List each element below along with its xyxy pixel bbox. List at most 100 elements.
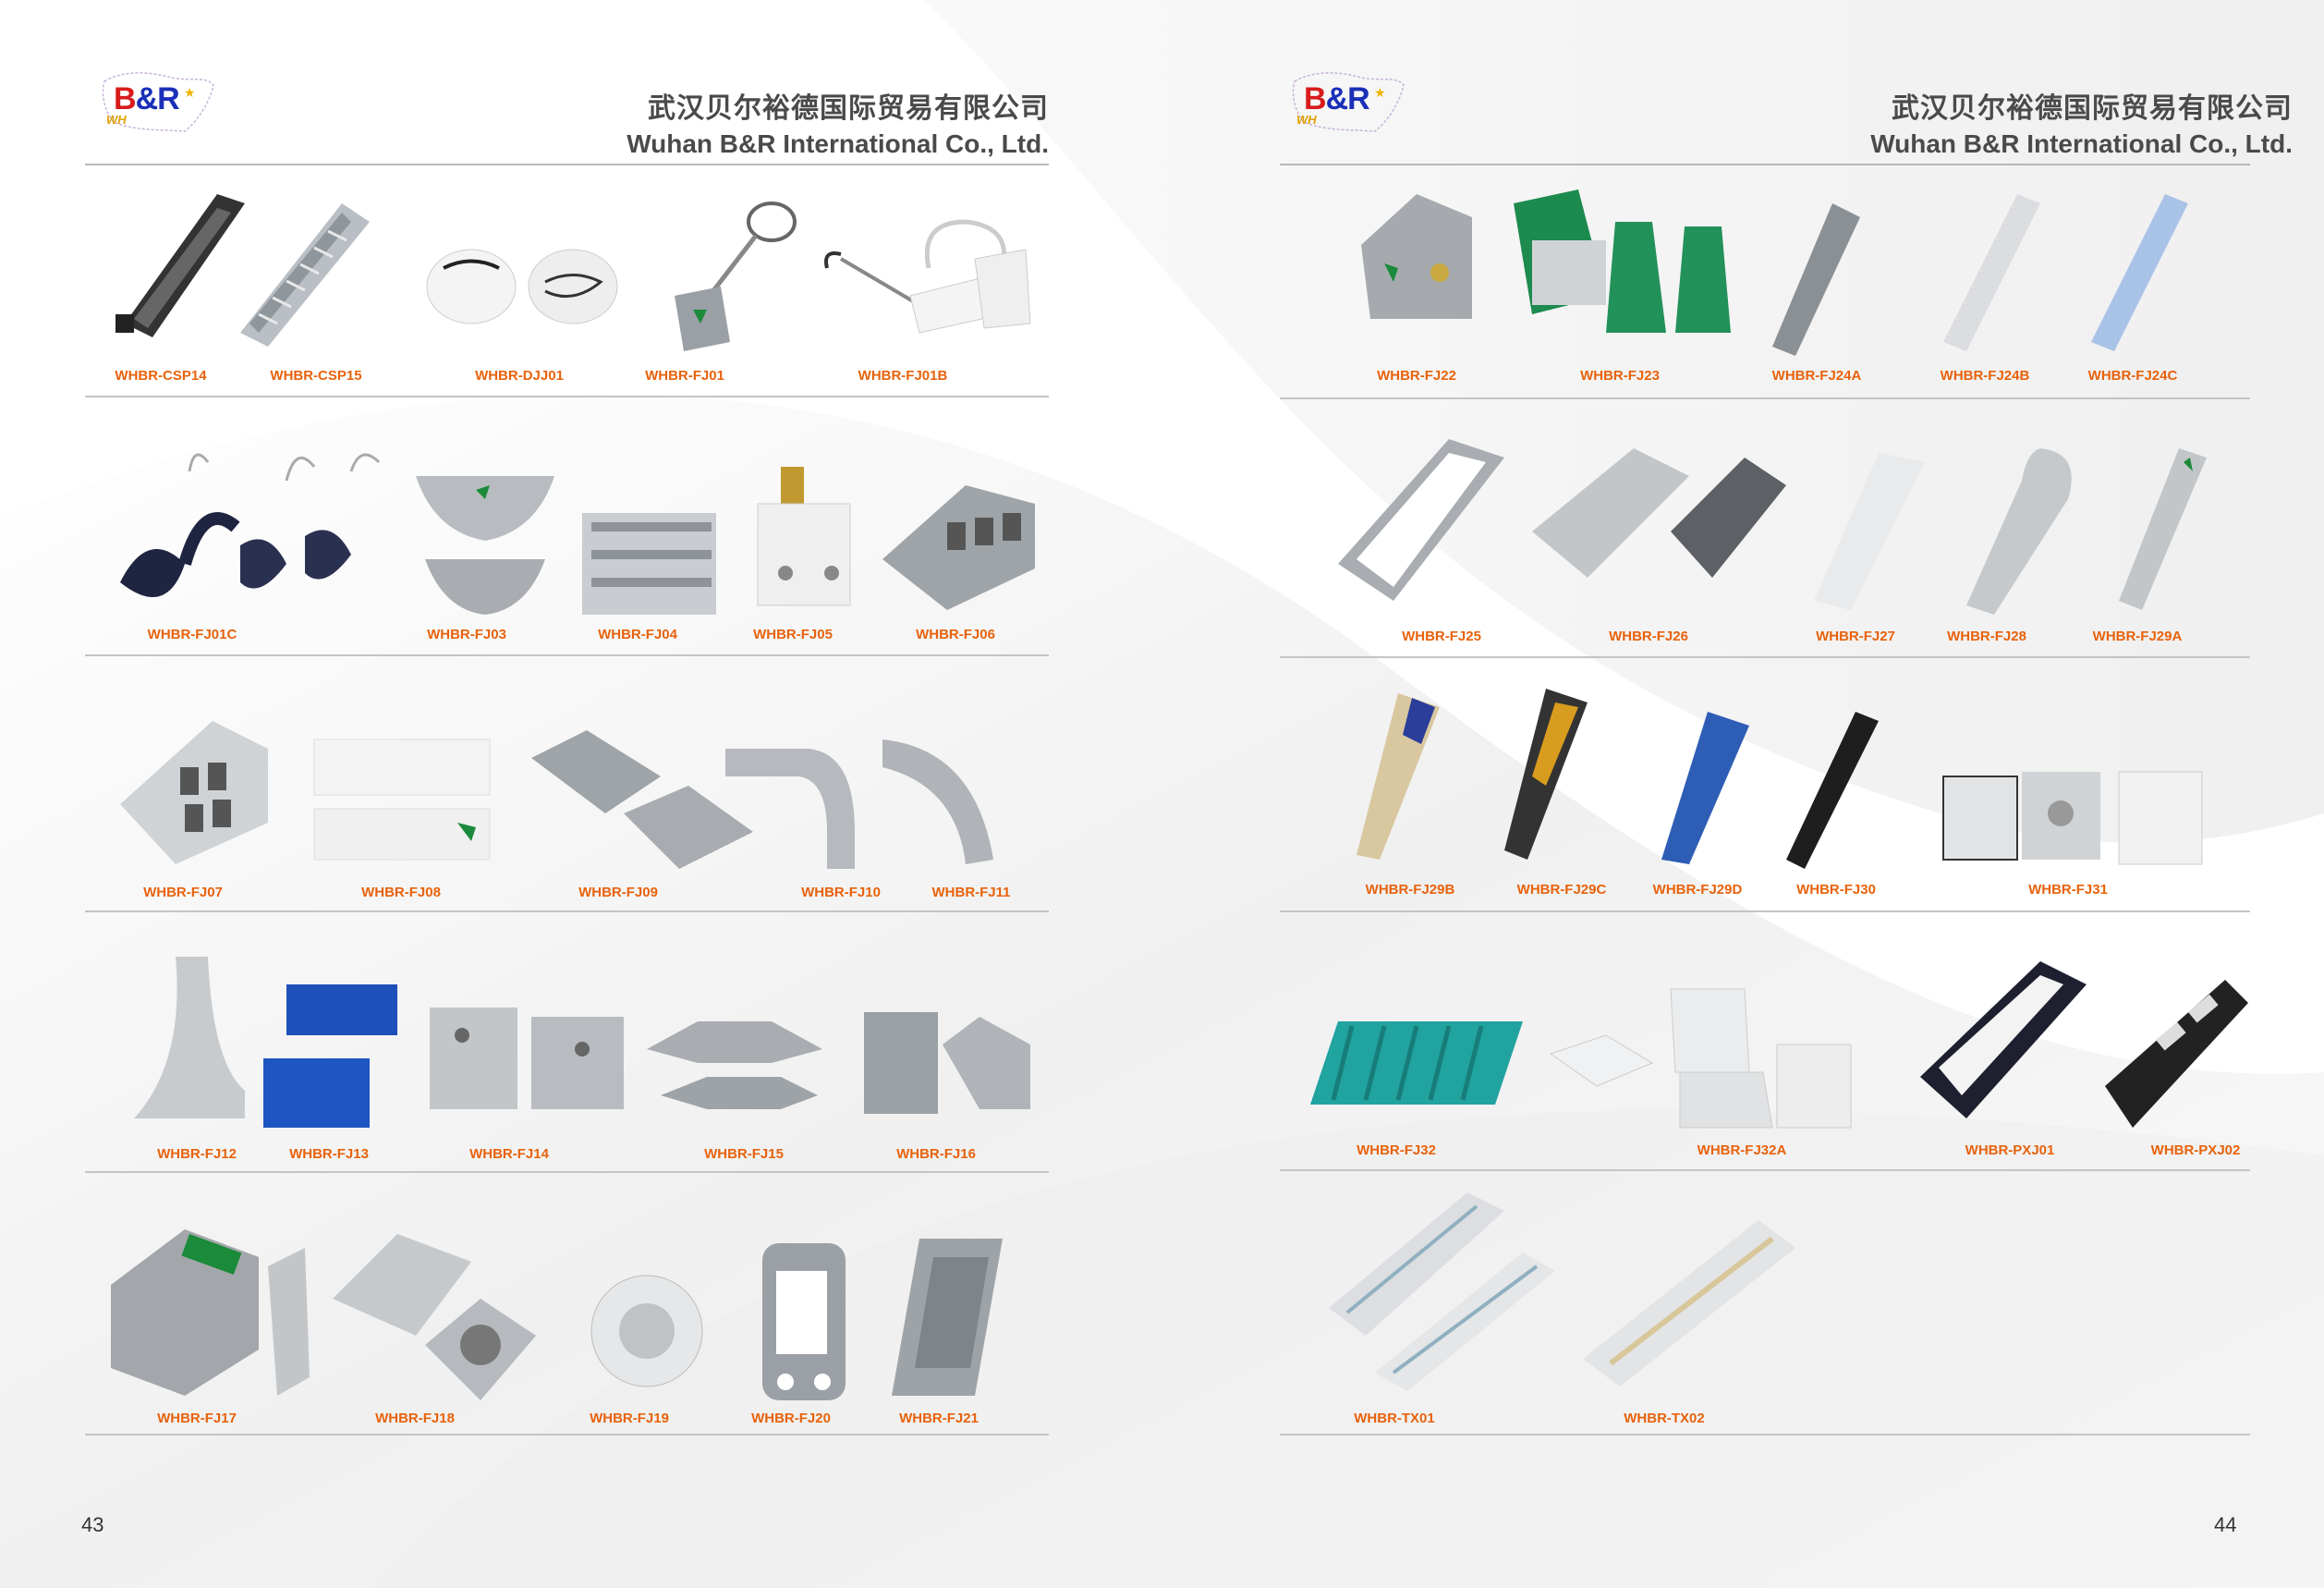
product-label-fj26: WHBR-FJ26 [1609, 629, 1688, 644]
product-image-fj31 [1942, 771, 2203, 865]
product-image-fj24a [1772, 203, 1860, 356]
row-divider [1280, 656, 2250, 658]
product-image-fj03 [416, 476, 554, 615]
row-divider [1280, 1434, 2250, 1435]
page-number: 44 [2214, 1513, 2237, 1536]
logo-sub: WH [106, 113, 127, 127]
row-divider [1280, 397, 2250, 399]
product-image-pxj02 [2105, 980, 2248, 1128]
product-image-fj26 [1532, 448, 1786, 578]
product-image-tx01 [1329, 1192, 1555, 1391]
product-label-pxj02: WHBR-PXJ02 [2150, 1142, 2241, 1158]
product-label-fj28: WHBR-FJ28 [1947, 629, 2026, 644]
product-image-fj06 [882, 485, 1035, 610]
company-name-en: Wuhan B&R International Co., Ltd. [1870, 129, 2293, 158]
product-label-fj01: WHBR-FJ01 [645, 368, 724, 384]
product-image-fj01b [824, 219, 1031, 334]
product-image-fj13 [263, 984, 397, 1128]
product-image-fj23 [1514, 189, 1731, 333]
row-divider [85, 1434, 1049, 1435]
product-label-tx01: WHBR-TX01 [1354, 1411, 1435, 1426]
product-label-fj18: WHBR-FJ18 [375, 1411, 455, 1426]
product-label-fj24c: WHBR-FJ24C [2087, 368, 2178, 384]
product-image-djj01 [426, 249, 618, 324]
product-label-fj01c: WHBR-FJ01C [147, 627, 237, 642]
product-label-fj23: WHBR-FJ23 [1580, 368, 1660, 384]
product-image-tx02 [1583, 1220, 1795, 1386]
product-image-fj17 [111, 1229, 310, 1396]
row-divider [1280, 1169, 2250, 1171]
product-label-fj20: WHBR-FJ20 [751, 1411, 831, 1426]
company-logo: B&R WH ★ [97, 65, 217, 139]
product-image-fj09 [531, 730, 753, 869]
star-icon: ★ [184, 85, 196, 100]
logo-map-outline [102, 72, 214, 132]
product-image-pxj01 [1920, 961, 2087, 1118]
product-image-fj28 [1966, 448, 2072, 615]
company-logo: B&R WH ★ [1287, 65, 1407, 139]
row-divider [85, 1171, 1049, 1173]
product-image-fj01 [675, 202, 797, 351]
company-name-en: Wuhan B&R International Co., Ltd. [627, 129, 1049, 158]
product-label-fj05: WHBR-FJ05 [753, 627, 833, 642]
product-image-fj24c [2091, 194, 2188, 351]
logo-sub: WH [1296, 113, 1317, 127]
product-label-fj08: WHBR-FJ08 [361, 885, 441, 900]
product-label-csp14: WHBR-CSP14 [115, 368, 207, 384]
product-label-fj29a: WHBR-FJ29A [2092, 629, 2183, 644]
product-label-fj09: WHBR-FJ09 [578, 885, 658, 900]
product-image-fj19 [590, 1275, 703, 1387]
row-divider [85, 910, 1049, 912]
product-label-fj29c: WHBR-FJ29C [1516, 882, 1607, 898]
product-label-fj32a: WHBR-FJ32A [1697, 1142, 1787, 1158]
product-label-djj01: WHBR-DJJ01 [475, 368, 564, 384]
product-image-fj27 [1814, 453, 1925, 610]
row-divider [85, 654, 1049, 656]
product-label-csp15: WHBR-CSP15 [270, 368, 362, 384]
product-label-fj10: WHBR-FJ10 [801, 885, 881, 900]
logo-map-outline [1292, 72, 1405, 132]
left-page: B&R WH ★ 武汉贝尔裕德国际贸易有限公司 Wuhan B&R Intern… [81, 65, 1049, 1536]
product-image-fj10 [725, 749, 855, 869]
product-label-fj16: WHBR-FJ16 [896, 1146, 976, 1162]
product-image-fj08 [313, 739, 491, 861]
row-divider [85, 396, 1049, 397]
product-label-fj22: WHBR-FJ22 [1377, 368, 1456, 384]
product-label-fj07: WHBR-FJ07 [143, 885, 223, 900]
product-image-csp15 [240, 203, 370, 347]
product-image-fj32 [1310, 1021, 1523, 1105]
product-label-fj29d: WHBR-FJ29D [1652, 882, 1743, 898]
product-label-fj30: WHBR-FJ30 [1796, 882, 1876, 898]
product-label-fj15: WHBR-FJ15 [704, 1146, 784, 1162]
product-label-fj19: WHBR-FJ19 [590, 1411, 669, 1426]
product-image-fj15 [647, 1021, 822, 1109]
product-label-fj03: WHBR-FJ03 [427, 627, 506, 642]
product-image-fj05 [757, 467, 851, 606]
product-image-fj14 [430, 1008, 624, 1109]
product-image-fj04 [582, 513, 716, 615]
product-image-fj24b [1943, 194, 2040, 351]
product-label-fj29b: WHBR-FJ29B [1365, 882, 1455, 898]
product-image-fj18 [333, 1234, 536, 1400]
product-label-fj24a: WHBR-FJ24A [1771, 368, 1862, 384]
product-image-fj32a [1549, 988, 1852, 1129]
product-image-fj12 [134, 957, 245, 1118]
star-icon: ★ [1374, 85, 1386, 100]
product-label-fj14: WHBR-FJ14 [469, 1146, 549, 1162]
header-rule [1280, 164, 2250, 165]
product-image-fj07 [120, 721, 268, 864]
product-image-fj01c [120, 453, 381, 597]
company-name-cn: 武汉贝尔裕德国际贸易有限公司 [1892, 92, 2293, 125]
logo-text: B&R [114, 81, 180, 116]
product-label-tx02: WHBR-TX02 [1624, 1411, 1705, 1426]
product-label-fj11: WHBR-FJ11 [931, 885, 1011, 900]
product-label-fj32: WHBR-FJ32 [1357, 1142, 1436, 1158]
product-label-fj21: WHBR-FJ21 [899, 1411, 979, 1426]
right-page: B&R WH ★ 武汉贝尔裕德国际贸易有限公司 Wuhan B&R Intern… [1162, 0, 2324, 1588]
product-label-fj12: WHBR-FJ12 [157, 1146, 237, 1162]
company-name: 武汉贝尔裕德国际贸易有限公司 Wuhan B&R International C… [1870, 85, 2293, 159]
product-image-fj22 [1361, 194, 1472, 319]
product-label-fj31: WHBR-FJ31 [2028, 882, 2108, 898]
header-rule [85, 164, 1049, 165]
